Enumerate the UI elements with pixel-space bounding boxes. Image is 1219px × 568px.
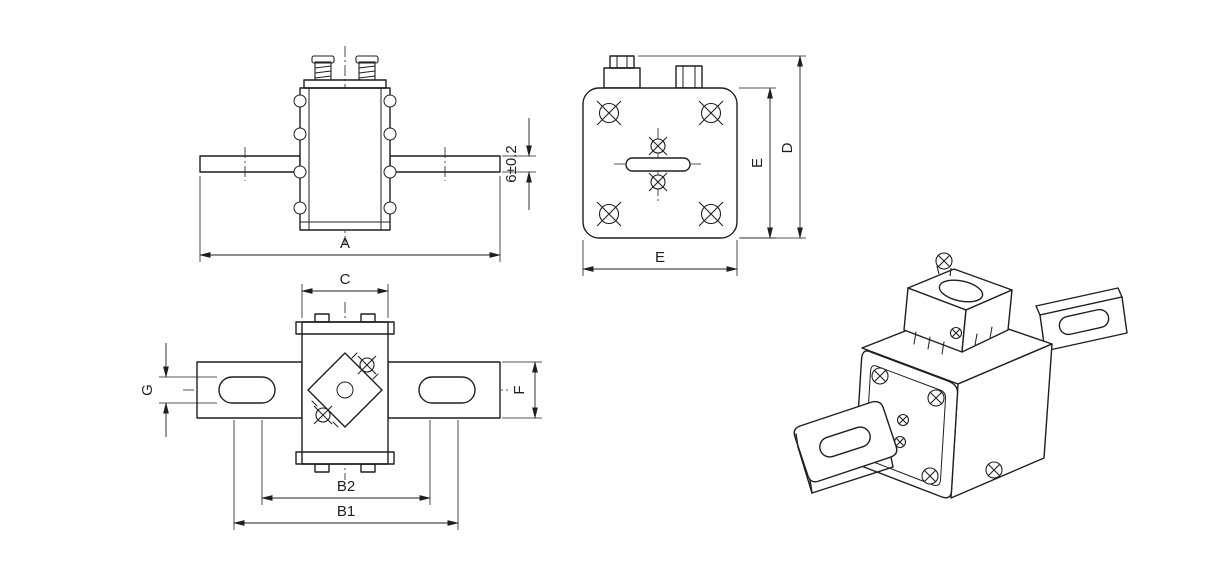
dimension-b2: B2 bbox=[261, 420, 431, 505]
dimension-e-height: E bbox=[739, 87, 776, 239]
iso-blade-left bbox=[793, 400, 898, 494]
dimension-d: D bbox=[638, 55, 806, 239]
dimension-e-width: E bbox=[582, 240, 738, 276]
blade-tab-end bbox=[603, 55, 641, 89]
dim-label-c: C bbox=[340, 271, 351, 288]
dim-label-b1: B1 bbox=[337, 503, 355, 520]
dimension-c: C bbox=[301, 271, 389, 318]
indicator-features bbox=[614, 128, 702, 202]
iso-indicator-cap bbox=[903, 252, 1013, 355]
blade-hole-left bbox=[819, 426, 871, 458]
dimension-blade-thickness: 6±0.2 bbox=[502, 118, 536, 210]
cap-top-screw bbox=[935, 252, 953, 277]
terminal-left bbox=[196, 361, 303, 419]
dim-label-f: F bbox=[511, 385, 528, 394]
dim-label-a: A bbox=[340, 235, 350, 252]
dimension-g: G bbox=[139, 343, 217, 437]
bottom-view: C G F B2 B1 bbox=[139, 271, 542, 530]
terminal-right bbox=[387, 361, 501, 419]
dim-label-blade-thickness: 6±0.2 bbox=[503, 145, 520, 182]
side-screws bbox=[293, 94, 397, 215]
iso-blade-right bbox=[1035, 287, 1128, 352]
dimension-a: A bbox=[199, 176, 501, 262]
cap-front-screw bbox=[949, 326, 963, 340]
blade-hole-right bbox=[1058, 308, 1110, 336]
dim-label-d: D bbox=[779, 142, 796, 153]
terminal-hole-left bbox=[218, 376, 276, 404]
indicator-slot bbox=[625, 157, 691, 172]
dimension-b1: B1 bbox=[233, 420, 459, 530]
top-bolt-left bbox=[311, 55, 335, 81]
front-view: E E D bbox=[582, 55, 806, 276]
top-bolt-right bbox=[355, 55, 379, 81]
dim-label-e-width: E bbox=[655, 249, 665, 266]
dim-label-g: G bbox=[139, 384, 156, 396]
dim-label-b2: B2 bbox=[337, 478, 355, 495]
side-view: A 6±0.2 bbox=[199, 46, 536, 262]
dim-label-e-height: E bbox=[749, 158, 766, 168]
dimension-f: F bbox=[502, 361, 542, 419]
fuse-body bbox=[299, 79, 391, 231]
indicator-plate bbox=[307, 352, 383, 428]
indicator-tab-end bbox=[675, 65, 703, 89]
terminal-hole-right bbox=[418, 376, 476, 404]
isometric-view bbox=[793, 252, 1128, 499]
cap-opening bbox=[938, 279, 984, 303]
